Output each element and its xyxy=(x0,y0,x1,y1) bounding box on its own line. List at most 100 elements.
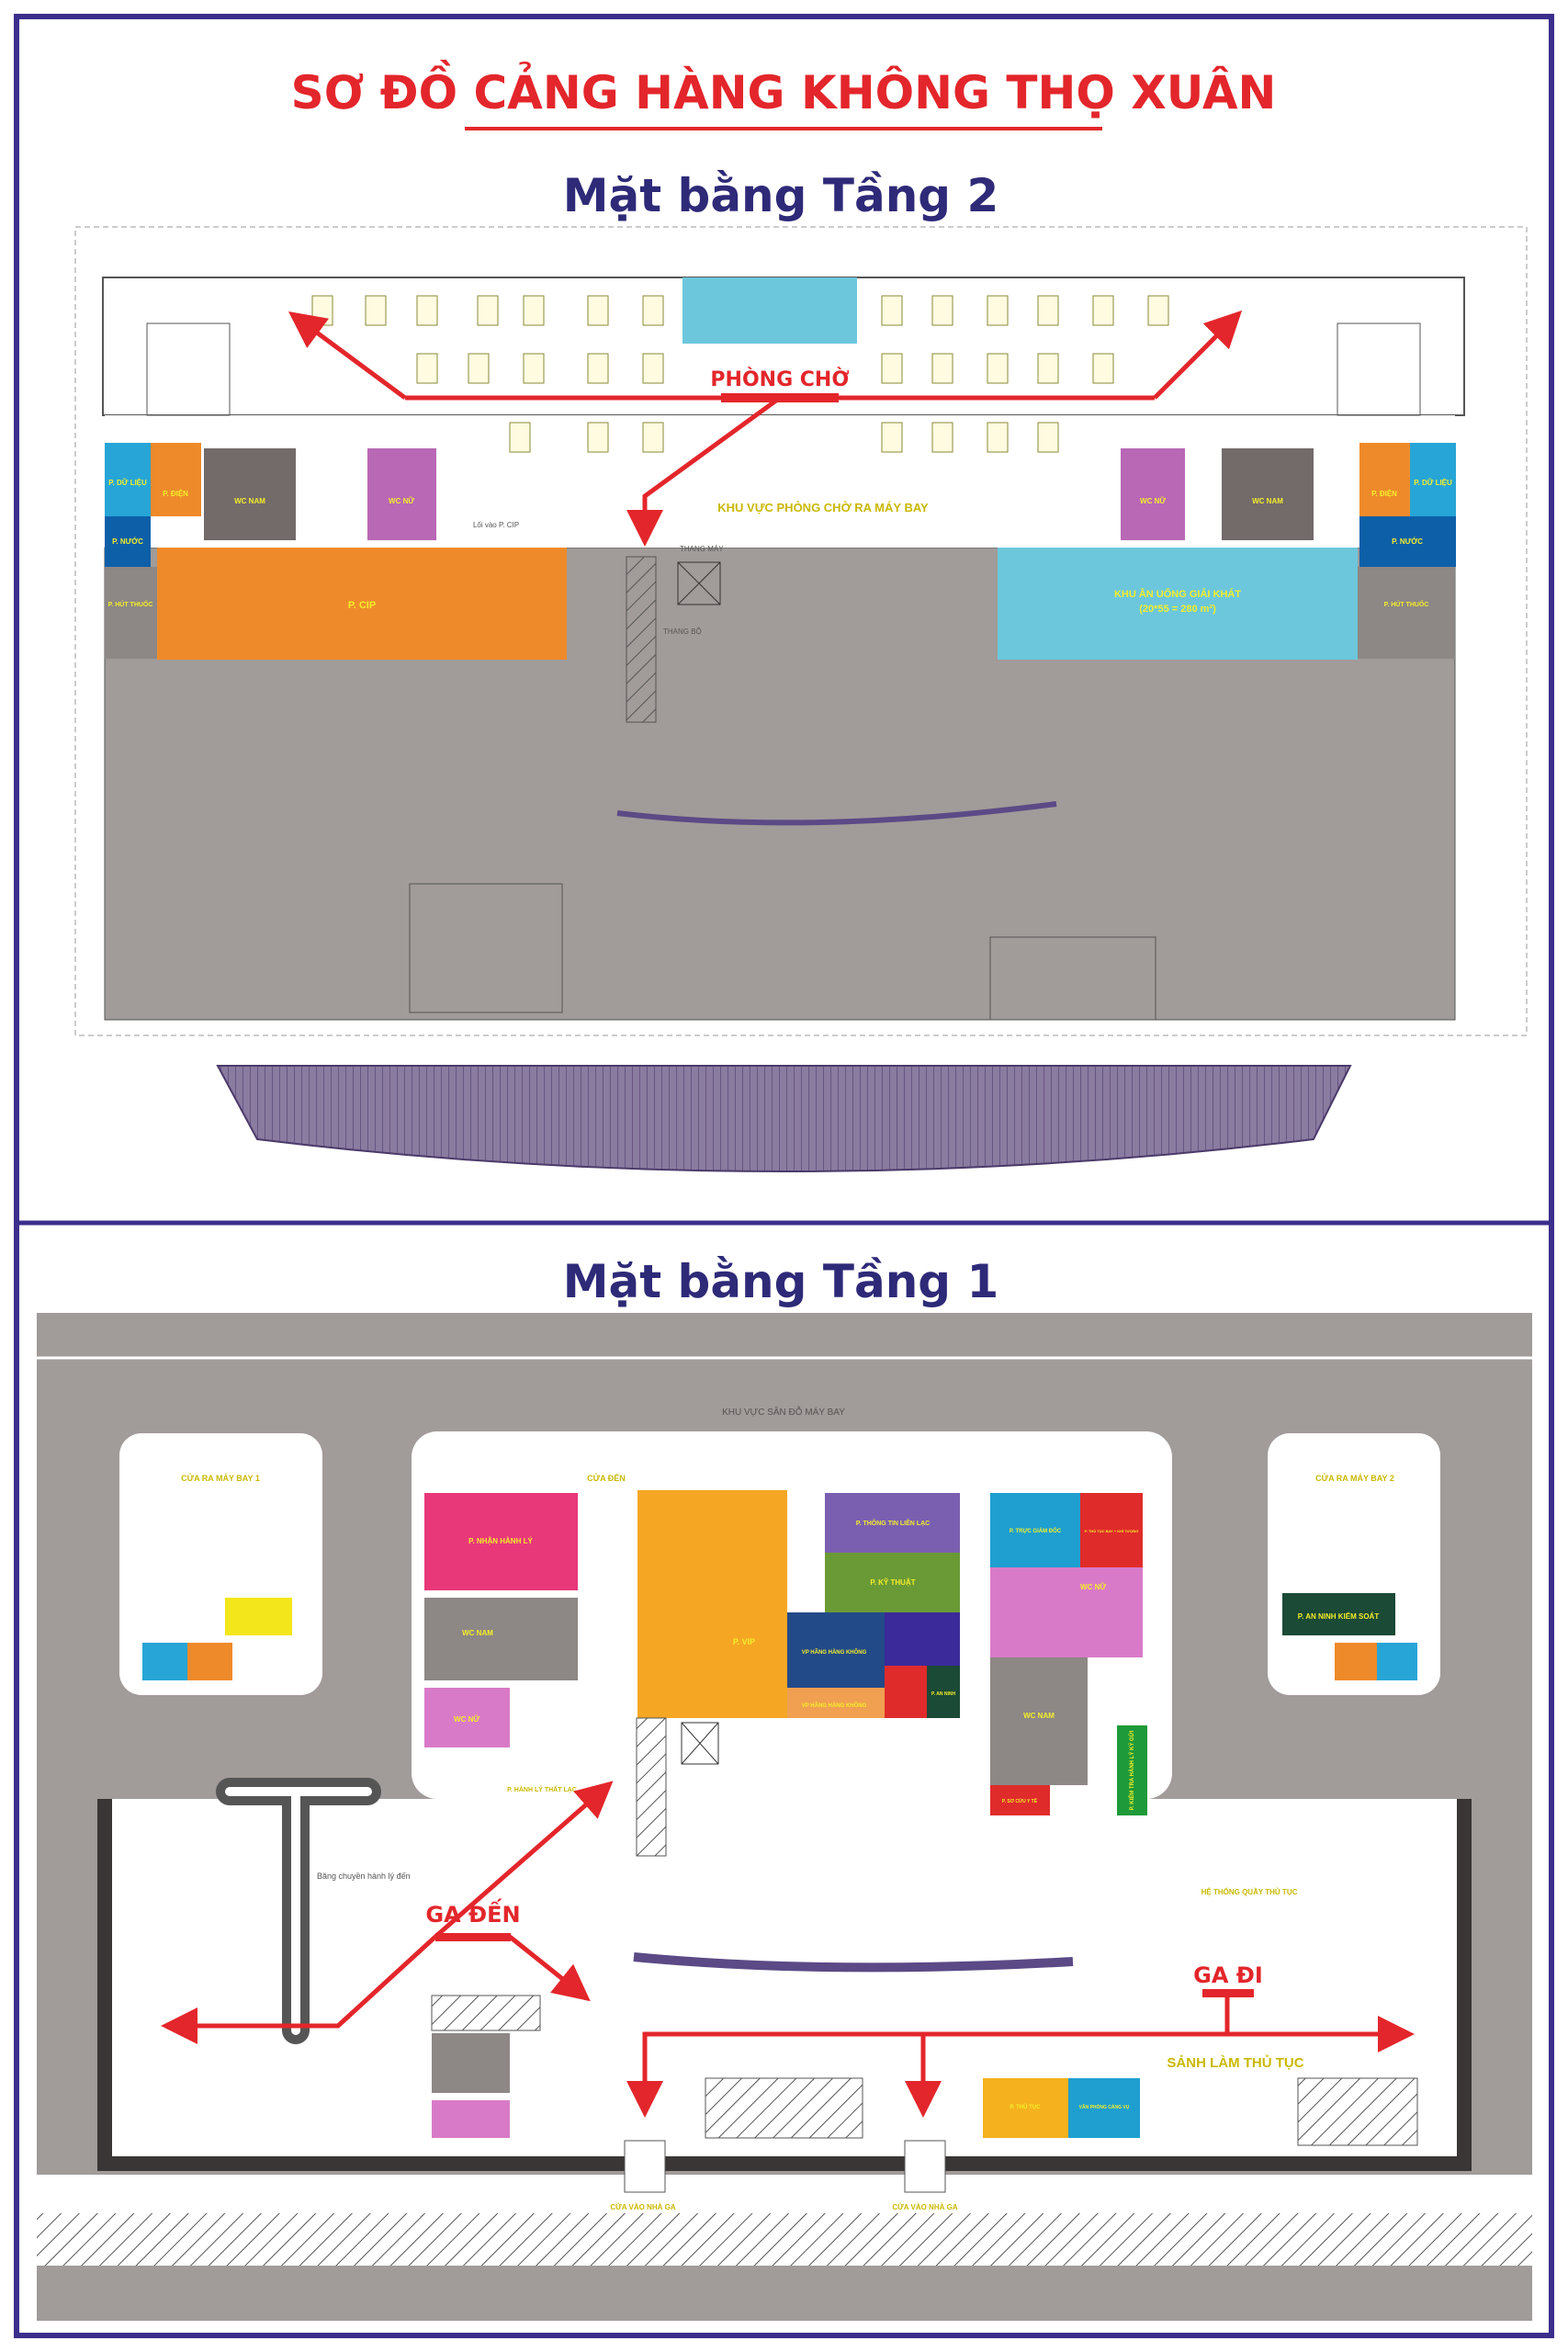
apron-label: KHU VỰC SÂN ĐỖ MÁY BAY xyxy=(722,1406,845,1418)
room-director xyxy=(990,1493,1080,1567)
wc-men-f1-right xyxy=(990,1657,1088,1785)
floor2-walkway-curve xyxy=(616,801,1057,826)
central-stairs-f1 xyxy=(636,1717,667,1857)
entrance-door-1 xyxy=(624,2140,666,2193)
wc-women-right-label: WC NỮ xyxy=(1140,497,1166,505)
customs-label: VĂN PHÒNG CẢNG VỤ xyxy=(1079,2103,1130,2110)
first-aid-label: P. SƠ CỨU Y TẾ xyxy=(1002,1798,1038,1804)
room-data-left xyxy=(105,443,151,516)
arrivals-label: GA ĐẾN xyxy=(425,1897,520,1928)
power-right-label: P. ĐIỆN xyxy=(1371,490,1397,498)
stairs-right xyxy=(1337,322,1421,416)
wc-women-right xyxy=(1121,448,1185,540)
room-power-right xyxy=(1359,443,1410,516)
floor2-room-bottom-left xyxy=(409,883,563,1013)
room-customs xyxy=(1068,2078,1140,2138)
baggage-claim-label: P. NHẬN HÀNH LÝ xyxy=(468,1537,533,1545)
arrivals-label-bar xyxy=(435,1933,511,1941)
room-power-left xyxy=(151,443,201,516)
room-red-small xyxy=(885,1666,927,1718)
room-vip xyxy=(637,1490,787,1718)
room-baggage-claim xyxy=(424,1493,578,1590)
checkin-hall-label: SẢNH LÀM THỦ TỤC xyxy=(1167,2054,1303,2071)
waiting-room-label-bar xyxy=(721,393,839,402)
water-right-label: P. NƯỚC xyxy=(1392,537,1423,546)
baggage-check-label: P. KIỂM TRA HÀNH LÝ KÝ GỬI xyxy=(1129,1730,1135,1810)
elevator-f1-icon xyxy=(681,1722,719,1765)
waiting-area-label: KHU VỰC PHÒNG CHỜ RA MÁY BAY xyxy=(717,501,929,514)
hatched-area-3 xyxy=(1297,2077,1418,2146)
wc-women-f1 xyxy=(424,1688,510,1747)
airline-office-label: VP HÃNG HÀNG KHÔNG xyxy=(802,1648,867,1656)
gate2-power-room xyxy=(1335,1643,1377,1680)
room-security-check xyxy=(1282,1593,1395,1635)
room-security xyxy=(927,1666,960,1718)
airline-office2-label: VP HÃNG HÀNG KHÔNG xyxy=(802,1702,867,1709)
wc-men-f1-right-label: WC NAM xyxy=(1023,1712,1055,1720)
food-area-size: (20*55 = 280 m²) xyxy=(1139,604,1216,615)
room-airline-office xyxy=(787,1612,885,1688)
gate1-power-room xyxy=(187,1643,232,1680)
map-title: SƠ ĐỒ CẢNG HÀNG KHÔNG THỌ XUÂN xyxy=(291,60,1277,119)
wc-women-bottom xyxy=(432,2100,510,2138)
floor1-plan: KHU VỰC SÂN ĐỖ MÁY BAY CỬA RA MÁY BAY 1 … xyxy=(37,1313,1532,2321)
food-area-label: KHU ĂN UỐNG GIẢI KHÁT xyxy=(1114,587,1241,600)
title-underline xyxy=(465,127,1102,130)
flight-procedures-label: P. THỦ TỤC BAY + KHÍ TƯỢNG xyxy=(1085,1529,1139,1533)
vip-label: P. VIP xyxy=(733,1637,755,1646)
room-baggage-check xyxy=(1117,1725,1147,1815)
director-label: P. TRỰC GIÁM ĐỐC xyxy=(1010,1528,1062,1534)
wc-men-bottom xyxy=(432,2033,510,2093)
gate1-data-room xyxy=(142,1643,187,1680)
entrance2-label: CỬA VÀO NHÀ GA xyxy=(892,2203,957,2211)
wc-men-right xyxy=(1222,448,1314,540)
wc-men-f1-label: WC NAM xyxy=(462,1629,493,1637)
procedure-office-label: P. THỦ TỤC xyxy=(1010,2104,1042,2110)
room-water-right xyxy=(1359,516,1456,567)
entrance1-label: CỬA VÀO NHÀ GA xyxy=(610,2203,675,2211)
hatched-road xyxy=(37,2213,1532,2266)
hatched-area-1 xyxy=(431,1995,541,2031)
room-airline-office-2 xyxy=(787,1688,885,1718)
wc-men-f1 xyxy=(424,1598,578,1680)
wc-women-f1-label: WC NỮ xyxy=(454,1715,479,1724)
gate1-yellow-room xyxy=(225,1598,292,1635)
gate2-data-room xyxy=(1377,1643,1417,1680)
floor2-plan: P. CIP P. DỮ LIỆU P. ĐIỆN P. NƯỚC P. HÚT… xyxy=(74,226,1528,1172)
floor1-heading: Mặt bằng Tầng 1 xyxy=(563,1255,999,1308)
room-flight-procedures xyxy=(1080,1493,1143,1567)
wc-men-right-label: WC NAM xyxy=(1252,497,1283,505)
food-area xyxy=(998,548,1358,660)
room-smoking-right xyxy=(1358,567,1455,659)
stairs-left xyxy=(146,322,231,416)
data-right-label: P. DỮ LIỆU xyxy=(1414,479,1452,487)
arrival-door-label: CỬA ĐẾN xyxy=(587,1473,626,1483)
wc-men-left xyxy=(204,448,296,540)
room-comms xyxy=(825,1493,960,1553)
wc-women-f1-right-label: WC NỮ xyxy=(1080,1583,1106,1591)
lounge-cyan-kiosk xyxy=(682,277,857,344)
room-cip xyxy=(157,548,567,660)
departures-label-bar xyxy=(1202,1989,1254,1997)
smoking-right-label: P. HÚT THUỐC xyxy=(1384,599,1429,608)
carousel-label: Băng chuyền hành lý đến xyxy=(317,1871,411,1881)
checkin-counters-label: HỆ THỐNG QUẦY THỦ TỤC xyxy=(1201,1887,1298,1896)
entrance-door-2 xyxy=(904,2140,946,2193)
room-water-left xyxy=(105,516,151,567)
power-left-label: P. ĐIỆN xyxy=(163,490,188,498)
baggage-carousel-inner xyxy=(225,1787,372,2035)
hatched-area-2 xyxy=(705,2077,863,2139)
wc-women-f1-right xyxy=(990,1567,1143,1657)
room-technical xyxy=(825,1553,960,1612)
cip-label: P. CIP xyxy=(348,600,376,611)
departures-label: GA ĐI xyxy=(1193,1962,1263,1988)
elevator-f1 xyxy=(681,1722,719,1765)
technical-label: P. KỸ THUẬT xyxy=(870,1578,915,1587)
room-data-right xyxy=(1410,443,1456,516)
arrival-arrows xyxy=(161,1781,614,2044)
central-stairs xyxy=(626,556,657,723)
terminal-canopy xyxy=(216,1065,1352,1172)
stairs-label: THANG BỘ xyxy=(663,628,702,636)
wc-men-left-label: WC NAM xyxy=(234,497,265,505)
water-left-label: P. NƯỚC xyxy=(112,537,143,546)
